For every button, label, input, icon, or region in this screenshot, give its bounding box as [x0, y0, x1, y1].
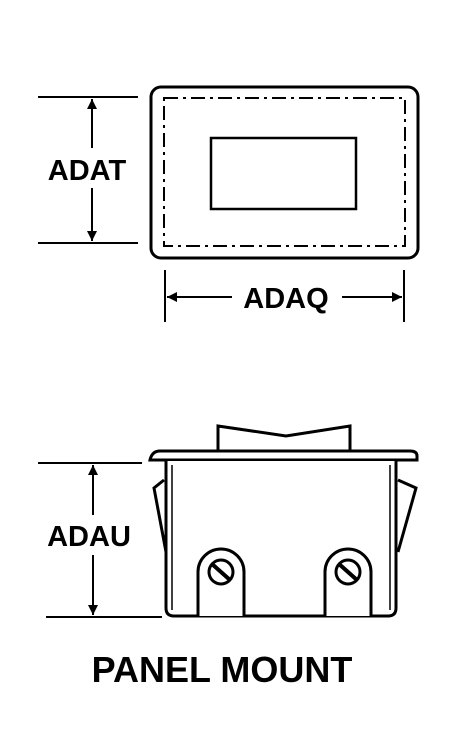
rocker-actuator — [216, 424, 352, 451]
actuator-window — [209, 136, 358, 211]
bezel-outline — [149, 85, 420, 260]
adau-dimension — [38, 462, 162, 618]
bezel-inner-dashed — [163, 97, 406, 247]
adaq-label: ADAQ — [243, 283, 328, 315]
side-view — [148, 424, 419, 618]
adat-dimension — [38, 96, 138, 244]
adaq-dimension — [164, 270, 405, 322]
adat-label: ADAT — [48, 155, 127, 187]
top-view — [149, 85, 420, 260]
snap-clip-left — [152, 478, 168, 553]
snap-clip-right — [396, 478, 418, 553]
screw-slot-right — [337, 562, 359, 582]
screw-slot-left — [210, 562, 232, 582]
bezel-flange — [148, 449, 419, 462]
adau-label: ADAU — [47, 521, 131, 553]
panel-mount-caption: PANEL MOUNT — [92, 649, 353, 690]
